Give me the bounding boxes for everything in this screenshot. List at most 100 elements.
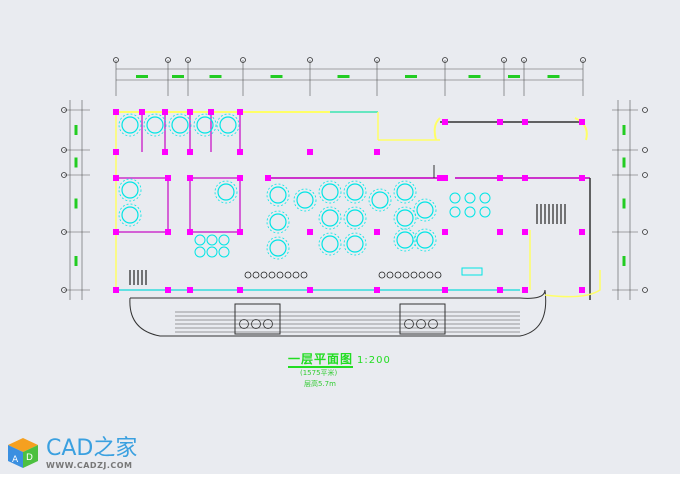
area-note: (1575平米) [300,369,338,377]
dimension-text-mark [74,256,78,266]
column [237,287,243,293]
column [187,109,193,115]
column [442,287,448,293]
column [162,149,168,155]
round-table [296,191,314,209]
column [497,175,503,181]
chairs [318,206,342,230]
dimension-text-mark [405,75,417,78]
column [522,229,528,235]
column [497,229,503,235]
column [497,287,503,293]
column [165,287,171,293]
round-table [146,116,164,134]
column [522,119,528,125]
column [437,175,443,181]
axis-bubble [61,229,67,235]
small-table [218,234,230,246]
column [497,119,503,125]
columns [113,109,585,293]
axis-bubble [185,57,191,63]
round-table [396,183,414,201]
furniture [118,113,491,329]
chairs [343,206,367,230]
chairs [193,113,217,137]
column [113,287,119,293]
column [113,109,119,115]
dimension-text-mark [622,256,626,266]
chairs [318,180,342,204]
round-table [121,181,139,199]
dimension-lines [61,57,648,300]
small-table [218,246,230,258]
axis-bubble [61,287,67,293]
round-table [217,183,235,201]
cad-cube-icon: A D [8,438,38,468]
svg-text:A: A [12,455,19,465]
chairs [393,206,417,230]
chairs [266,210,290,234]
column [442,175,448,181]
column [187,175,193,181]
column [237,109,243,115]
plant [239,319,249,329]
chairs [266,236,290,260]
dimension-text-mark [270,75,283,78]
axis-bubble [642,287,648,293]
round-table [346,235,364,253]
dimension-text-mark [74,198,78,209]
column [139,109,145,115]
dimension-text-mark [136,75,148,78]
counter [461,267,483,276]
round-table [196,116,214,134]
column [442,119,448,125]
column [187,229,193,235]
brand-name: CAD之家 [46,435,138,461]
column [265,175,271,181]
column [579,175,585,181]
curved-wall [544,270,601,298]
round-table [219,116,237,134]
round-table [321,235,339,253]
round-table [346,183,364,201]
plant [251,319,261,329]
small-table [479,206,491,218]
chairs [318,232,342,256]
round-table [371,191,389,209]
round-table [321,209,339,227]
axis-bubble [642,107,648,113]
booth-seat [410,271,418,279]
dimension-text-mark [209,75,222,78]
height-note: 层高5.7m [304,380,336,388]
plant [428,319,438,329]
dimension-text-mark [622,125,626,135]
chairs [168,113,192,137]
chairs [143,113,167,137]
brand-url: WWW.CADZJ.COM [46,460,133,470]
booth-seat [300,271,308,279]
column [374,149,380,155]
column [208,109,214,115]
chairs [413,228,437,252]
axis-bubble [642,147,648,153]
small-table [449,206,461,218]
terrace-outline [129,289,547,337]
chairs [216,113,240,137]
column [307,229,313,235]
chairs [343,180,367,204]
round-table [171,116,189,134]
chairs [118,178,142,202]
dimension-text-mark [172,75,184,78]
axis-bubble [501,57,507,63]
booth-seat [260,271,268,279]
column [113,149,119,155]
booth-seat [276,271,284,279]
booth-seat [418,271,426,279]
column [374,229,380,235]
round-table [121,206,139,224]
planter [234,303,281,335]
dimension-text-mark [622,157,626,168]
chairs [393,180,417,204]
